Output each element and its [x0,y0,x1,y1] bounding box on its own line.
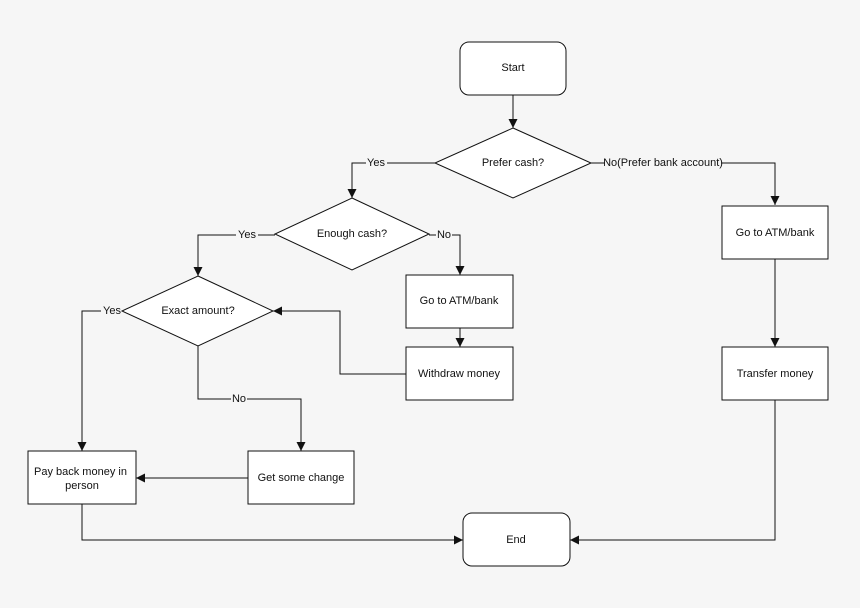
node-enough-cash-label: Enough cash? [317,228,387,240]
node-enough-cash: Enough cash? [273,197,431,271]
node-withdraw-label: Withdraw money [418,368,500,380]
edge-exact-amount-yes [77,310,122,451]
node-start: Start [459,41,567,96]
node-end: End [462,512,571,567]
label-prefer-cash-yes: Yes [367,157,385,169]
node-get-change: Get some change [247,450,355,505]
node-get-change-label: Get some change [258,472,345,484]
edge-exact-amount-no [197,346,306,451]
label-exact-amount-no: No [232,393,246,405]
label-enough-cash-yes: Yes [238,229,256,241]
node-exact-amount-label: Exact amount? [161,305,234,317]
edge-labels: Yes No(Prefer bank account) Yes No Yes N… [101,156,723,406]
label-enough-cash-no: No [437,229,451,241]
node-end-label: End [506,534,526,546]
edge-withdraw-to-exact-amount [273,306,406,375]
node-transfer-label: Transfer money [737,368,814,380]
node-withdraw: Withdraw money [405,346,514,401]
node-transfer: Transfer money [721,346,829,401]
node-pay-back-label-line1: Pay back money in [34,466,127,478]
label-exact-amount-yes: Yes [103,305,121,317]
edge-prefer-cash-yes [347,162,435,198]
node-atm-right-label: Go to ATM/bank [736,227,815,239]
label-prefer-cash-no: No(Prefer bank account) [603,157,723,169]
edge-transfer-to-end [570,400,776,545]
edge-pay-back-to-end [81,504,463,545]
node-exact-amount: Exact amount? [120,275,275,347]
node-pay-back-label-line2: person [65,480,99,492]
node-pay-back-label: Pay back money in person [34,466,130,492]
node-atm-left: Go to ATM/bank [405,274,514,329]
node-prefer-cash-label: Prefer cash? [482,157,544,169]
node-atm-right: Go to ATM/bank [721,205,829,260]
node-atm-left-label: Go to ATM/bank [420,295,499,307]
node-prefer-cash: Prefer cash? [433,127,593,199]
node-pay-back: Pay back money in person [27,450,137,505]
node-start-label: Start [501,62,524,74]
